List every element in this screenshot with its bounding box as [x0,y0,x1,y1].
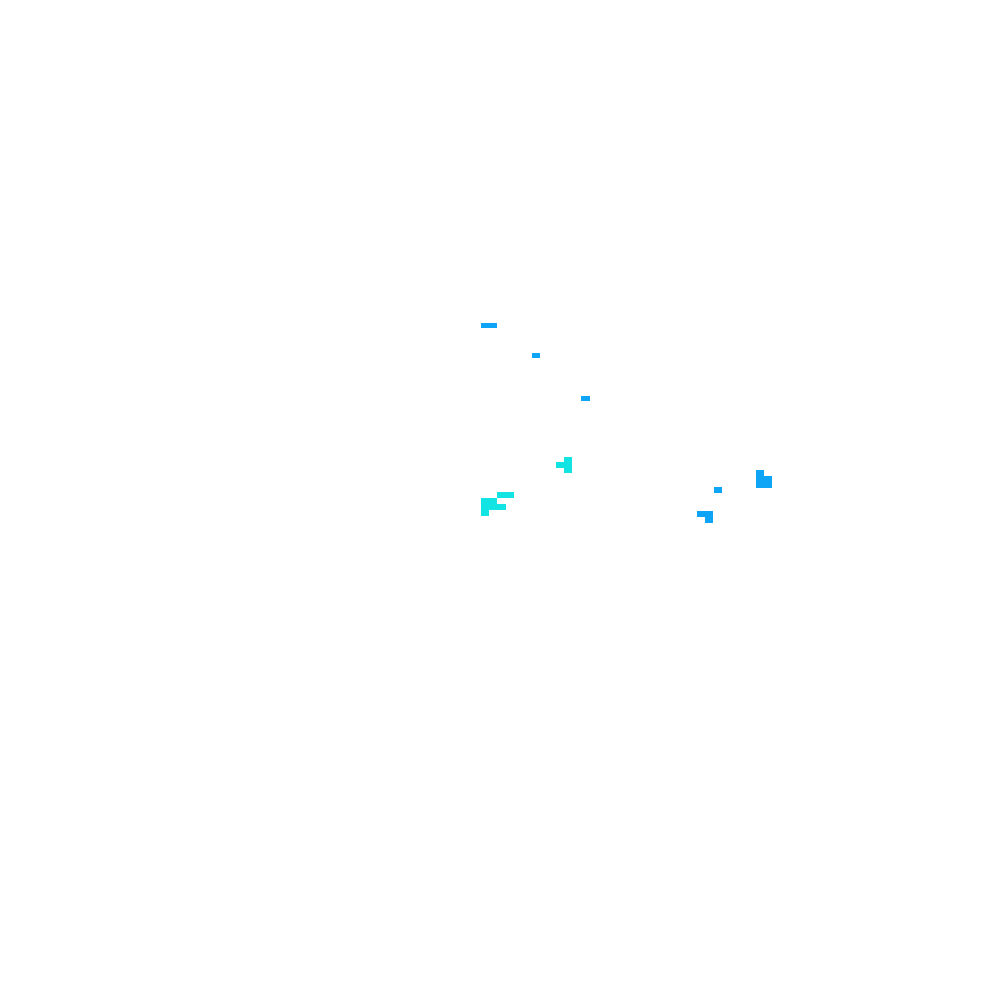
fragment-blue-1 [481,323,497,328]
fragment-blue-5-piece [756,476,772,488]
fragment-cyan-1-piece [556,462,566,468]
fragment-cyan-1-piece [564,457,572,473]
fragment-blue-6-piece [705,516,713,523]
fragment-cyan-2-piece [497,492,514,498]
fragment-cyan-2-piece [481,498,497,508]
fragment-blue-3 [581,396,590,401]
fragment-blue-5-piece [756,470,764,478]
fragment-blue-6-piece [697,511,713,517]
fragment-blue-2 [532,353,540,358]
fragment-cyan-2-piece [481,508,489,516]
fragment-cyan-2-piece [489,504,506,510]
fragment-blue-4 [714,487,722,493]
